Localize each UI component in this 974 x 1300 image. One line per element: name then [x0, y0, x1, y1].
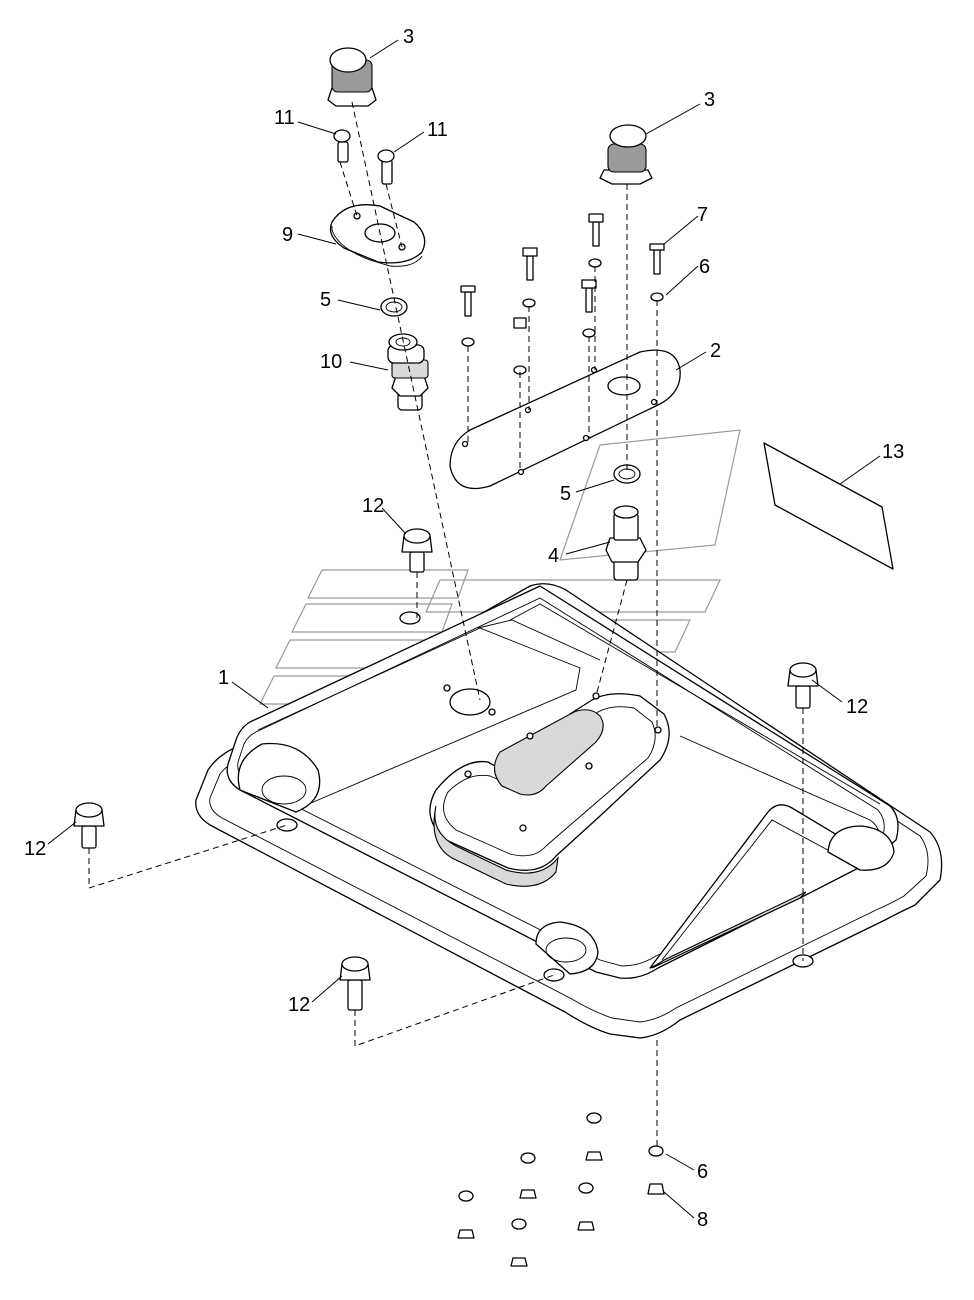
screw-part-11-left	[333, 129, 351, 163]
callout-8: 8	[697, 1209, 708, 1231]
callout-12: 12	[362, 495, 384, 517]
washer-part-6-bottom	[648, 1145, 664, 1157]
flange-bolt-part-12-top	[401, 528, 433, 573]
bolt	[581, 279, 597, 313]
fitting-part-4	[605, 505, 647, 581]
nut	[457, 1229, 475, 1239]
washer	[520, 1152, 536, 1164]
callout-3: 3	[403, 26, 414, 48]
assembly-lines	[88, 101, 804, 1150]
flange-bolt-part-12-right	[787, 662, 819, 709]
screw-part-11-right	[377, 149, 395, 185]
washer	[458, 1190, 474, 1202]
bolt	[513, 317, 527, 329]
bolt	[588, 213, 604, 247]
callout-5: 5	[560, 483, 571, 505]
washer	[578, 1182, 594, 1194]
washer-part-6	[650, 292, 664, 302]
washer	[588, 258, 602, 268]
nut	[510, 1257, 528, 1267]
washer	[511, 1218, 527, 1230]
nut	[519, 1189, 537, 1199]
callout-leaders	[47, 39, 881, 1219]
bottom-hardware	[457, 1112, 665, 1267]
o-ring-upper	[380, 297, 408, 317]
washer	[461, 337, 475, 347]
washer	[522, 298, 536, 308]
gasket-plate-part-2	[449, 349, 681, 490]
callout-3: 3	[704, 89, 715, 111]
base-plate-part-1	[195, 583, 943, 1039]
flange-bolt-part-12-bottom	[339, 956, 371, 1011]
callout-11: 11	[427, 119, 448, 141]
washer	[586, 1112, 602, 1124]
flange-ring-part-9	[329, 204, 426, 267]
label-plate-part-13	[763, 442, 894, 570]
nut-part-8	[647, 1183, 665, 1195]
callout-7: 7	[697, 204, 708, 226]
callout-1: 1	[218, 667, 229, 689]
fitting-part-10	[387, 333, 429, 411]
flange-bolt-part-12-left	[73, 802, 105, 849]
callout-12: 12	[24, 838, 46, 860]
nut	[585, 1151, 603, 1161]
callout-6: 6	[697, 1161, 708, 1183]
washer	[582, 328, 596, 338]
plate-bolt-set	[460, 213, 665, 375]
bolt	[460, 285, 476, 317]
callout-labels: 3 3 11 11 9 5 10 7 6 2 13 5 4 12 1 12 12…	[24, 26, 904, 1231]
callout-6: 6	[699, 256, 710, 278]
nut	[577, 1221, 595, 1231]
bolt-part-7	[649, 243, 665, 275]
callout-10: 10	[320, 351, 342, 373]
callout-12: 12	[288, 994, 310, 1016]
cap-part-3-upper	[327, 47, 377, 107]
callout-5: 5	[320, 289, 331, 311]
callout-4: 4	[548, 545, 559, 567]
cap-part-3-right	[599, 124, 653, 185]
callout-2: 2	[710, 340, 721, 362]
bolt	[522, 247, 538, 281]
callout-12: 12	[846, 696, 868, 718]
callout-9: 9	[282, 224, 293, 246]
callout-11: 11	[274, 107, 295, 129]
callout-13: 13	[882, 441, 904, 463]
